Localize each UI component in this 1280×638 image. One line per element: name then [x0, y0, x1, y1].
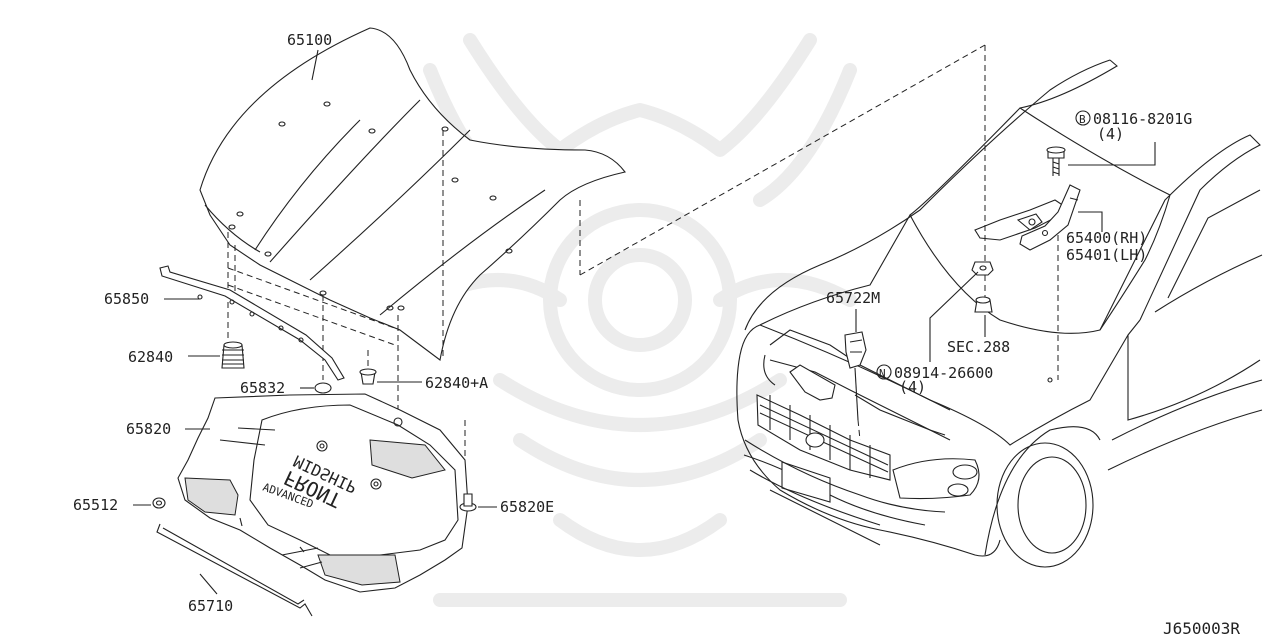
hood-insulator-65820[interactable]: FRONT MIDSHIP ADVANCED	[177, 393, 469, 593]
callout-65832-text: 65832	[240, 379, 285, 397]
callout-08914-26600[interactable]: N 08914-26600 (4)	[876, 271, 993, 396]
callout-62840a-text: 62840+A	[425, 374, 488, 392]
nut-08914-26600[interactable]	[971, 261, 994, 276]
watermark-logo	[423, 33, 857, 607]
badge-n-text: N	[879, 367, 886, 380]
callout-65820e-text: 65820E	[500, 498, 554, 516]
callout-65832[interactable]: 65832	[240, 379, 314, 397]
hood-seal-65850[interactable]	[159, 265, 345, 381]
callout-sec288-text: SEC.288	[947, 338, 1010, 356]
callout-65512-text: 65512	[73, 496, 118, 514]
callout-65820[interactable]: 65820	[126, 420, 210, 438]
vehicle-front-view	[736, 59, 1263, 568]
callout-65820e[interactable]: 65820E	[478, 498, 554, 516]
grommet-65512[interactable]	[152, 497, 166, 509]
callout-08116-8201g[interactable]: B 08116-8201G (4)	[1068, 110, 1192, 166]
bumper-62840a[interactable]	[359, 368, 377, 385]
callout-08914-text: 08914-26600	[894, 364, 993, 382]
callout-65722m[interactable]: 65722M	[826, 289, 880, 332]
callout-65850-text: 65850	[104, 290, 149, 308]
callout-65820-text: 65820	[126, 420, 171, 438]
hood-rod-65710[interactable]	[156, 523, 313, 617]
diagram-id: J650003R	[1163, 619, 1240, 638]
callout-65710[interactable]: 65710	[188, 573, 233, 615]
callout-62840-text: 62840	[128, 348, 173, 366]
callout-65400-65401[interactable]: 65400(RH) 65401(LH)	[1066, 211, 1147, 264]
pad-65832[interactable]	[314, 382, 332, 394]
badge-b-text: B	[1079, 113, 1086, 126]
badge-b-circle	[1075, 110, 1091, 126]
callout-sec288[interactable]: SEC.288	[947, 315, 1010, 356]
callout-65722m-text: 65722M	[826, 289, 880, 307]
striker-65722m[interactable]	[844, 331, 867, 441]
callout-62840a[interactable]: 62840+A	[377, 374, 488, 392]
clip-65820e[interactable]	[459, 493, 477, 512]
callout-08116-qty: (4)	[1097, 125, 1124, 143]
collar-sec288[interactable]	[974, 296, 993, 313]
hood-hinge-65400-65401[interactable]	[1016, 184, 1081, 251]
bolt-08116-8201g[interactable]	[1046, 146, 1066, 176]
callout-65401-text: 65401(LH)	[1066, 246, 1147, 264]
callout-65850[interactable]: 65850	[104, 290, 200, 308]
callout-65100[interactable]: 65100	[287, 31, 332, 81]
callout-65100-text: 65100	[287, 31, 332, 49]
callout-08116-text: 08116-8201G	[1093, 110, 1192, 128]
badge-n-circle	[876, 364, 892, 380]
callout-65710-text: 65710	[188, 597, 233, 615]
callout-65400-text: 65400(RH)	[1066, 229, 1147, 247]
hood-65100[interactable]	[199, 27, 626, 361]
bumper-rubber-62840[interactable]	[221, 341, 245, 369]
callout-08914-qty: (4)	[899, 378, 926, 396]
callout-62840[interactable]: 62840	[128, 348, 220, 366]
callout-65512[interactable]: 65512	[73, 496, 151, 514]
